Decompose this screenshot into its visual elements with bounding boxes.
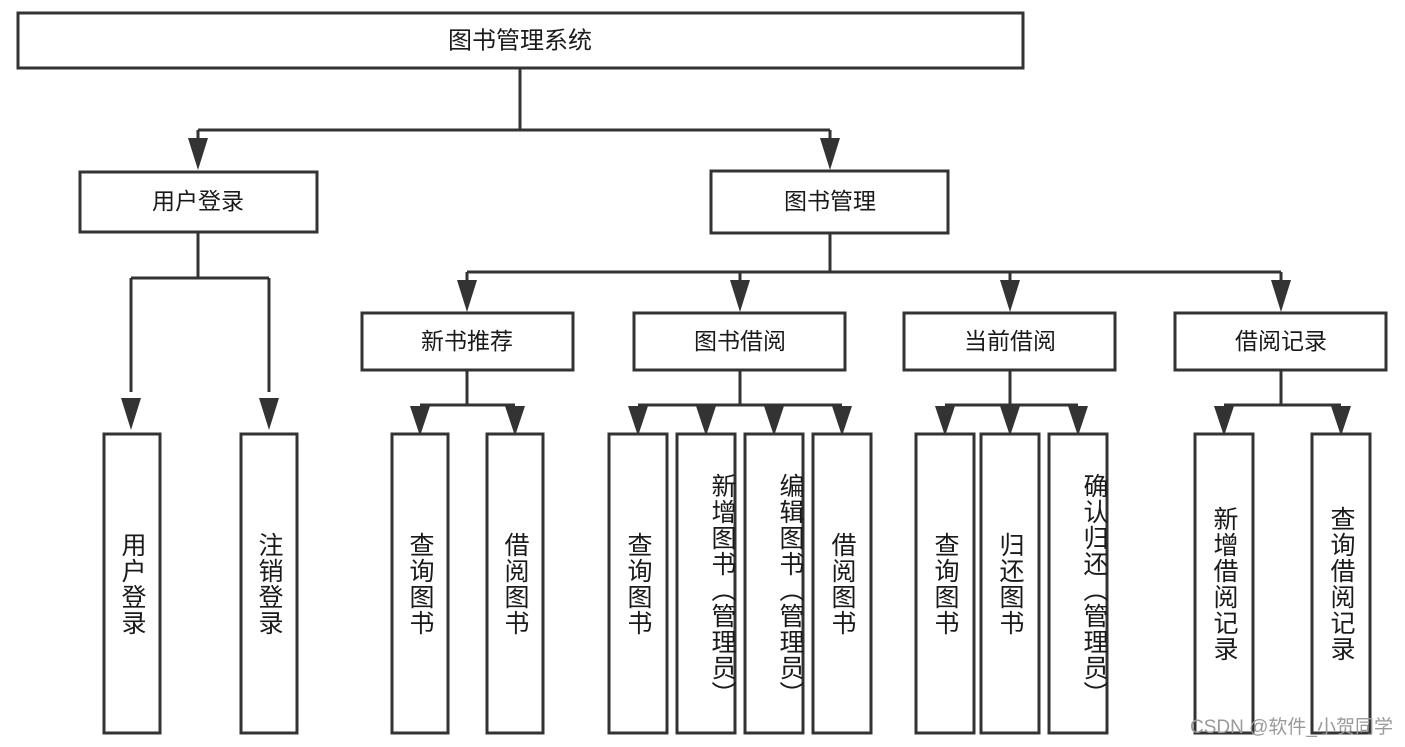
connector-group-user-login	[121, 232, 279, 430]
connector-group-root	[188, 68, 840, 170]
node-root-label: 图书管理系统	[448, 27, 592, 54]
node-leaf-box[interactable]	[675, 432, 737, 735]
node-book-borrow-label: 图书借阅	[694, 328, 786, 354]
node-leaf-box[interactable]	[390, 432, 450, 735]
arrow-head-icon	[121, 398, 141, 430]
node-leaf-box[interactable]	[1310, 432, 1372, 735]
node-new-book-recommend-label: 新书推荐	[421, 328, 513, 354]
node-root[interactable]: 图书管理系统	[16, 11, 1025, 70]
connector-group-borrow-record	[1214, 370, 1351, 436]
connector-group-book-management	[457, 233, 1291, 312]
node-leaf-box[interactable]	[811, 432, 873, 735]
node-book-borrow-box[interactable]	[632, 311, 847, 372]
node-book-management-box[interactable]	[709, 169, 950, 235]
arrow-head-icon	[628, 406, 648, 436]
node-borrow-record[interactable]: 借阅记录	[1173, 311, 1388, 372]
arrow-head-icon	[1214, 406, 1234, 436]
node-leaf-box[interactable]	[743, 432, 805, 735]
arrow-head-icon	[505, 406, 525, 436]
node-user-login-box[interactable]	[78, 170, 319, 234]
arrow-head-icon	[696, 406, 716, 436]
arrow-head-icon	[188, 138, 208, 170]
node-current-borrow[interactable]: 当前借阅	[902, 311, 1117, 372]
node-new-book-recommend[interactable]: 新书推荐	[360, 311, 575, 372]
node-current-borrow-label: 当前借阅	[964, 328, 1056, 354]
node-leaf-box[interactable]	[102, 432, 162, 735]
connector-group-current-borrow	[935, 370, 1088, 436]
arrow-head-icon	[457, 280, 477, 312]
arrow-head-icon	[1000, 406, 1020, 436]
node-user-login-label: 用户登录	[152, 188, 244, 214]
arrow-head-icon	[764, 406, 784, 436]
arrow-head-icon	[259, 398, 279, 430]
connector-group-borrow-book	[628, 370, 852, 436]
arrow-head-icon	[1068, 406, 1088, 436]
arrow-head-icon	[832, 406, 852, 436]
node-borrow-record-box[interactable]	[1173, 311, 1388, 372]
arrow-head-icon	[410, 406, 430, 436]
node-leaf-box[interactable]	[979, 432, 1041, 735]
node-leaf-box[interactable]	[485, 432, 545, 735]
node-leaf-box[interactable]	[607, 432, 669, 735]
arrow-head-icon	[1331, 406, 1351, 436]
node-borrow-record-label: 借阅记录	[1235, 328, 1327, 354]
connector-group-new-book	[410, 370, 525, 436]
arrow-head-icon	[935, 406, 955, 436]
arrow-head-icon	[820, 138, 840, 170]
node-user-login[interactable]: 用户登录	[78, 170, 319, 234]
node-current-borrow-box[interactable]	[902, 311, 1117, 372]
node-book-management-label: 图书管理	[784, 188, 876, 214]
arrow-head-icon	[1000, 280, 1020, 312]
node-new-book-recommend-box[interactable]	[360, 311, 575, 372]
node-book-borrow[interactable]: 图书借阅	[632, 311, 847, 372]
node-leaf-box[interactable]	[1193, 432, 1255, 735]
node-book-management[interactable]: 图书管理	[709, 169, 950, 235]
node-leaf-box[interactable]	[1047, 432, 1109, 735]
node-leaf-box[interactable]	[239, 432, 299, 735]
node-root-box[interactable]	[16, 11, 1025, 70]
node-leaf-box[interactable]	[914, 432, 976, 735]
arrow-head-icon	[1271, 280, 1291, 312]
arrow-head-icon	[730, 280, 750, 312]
